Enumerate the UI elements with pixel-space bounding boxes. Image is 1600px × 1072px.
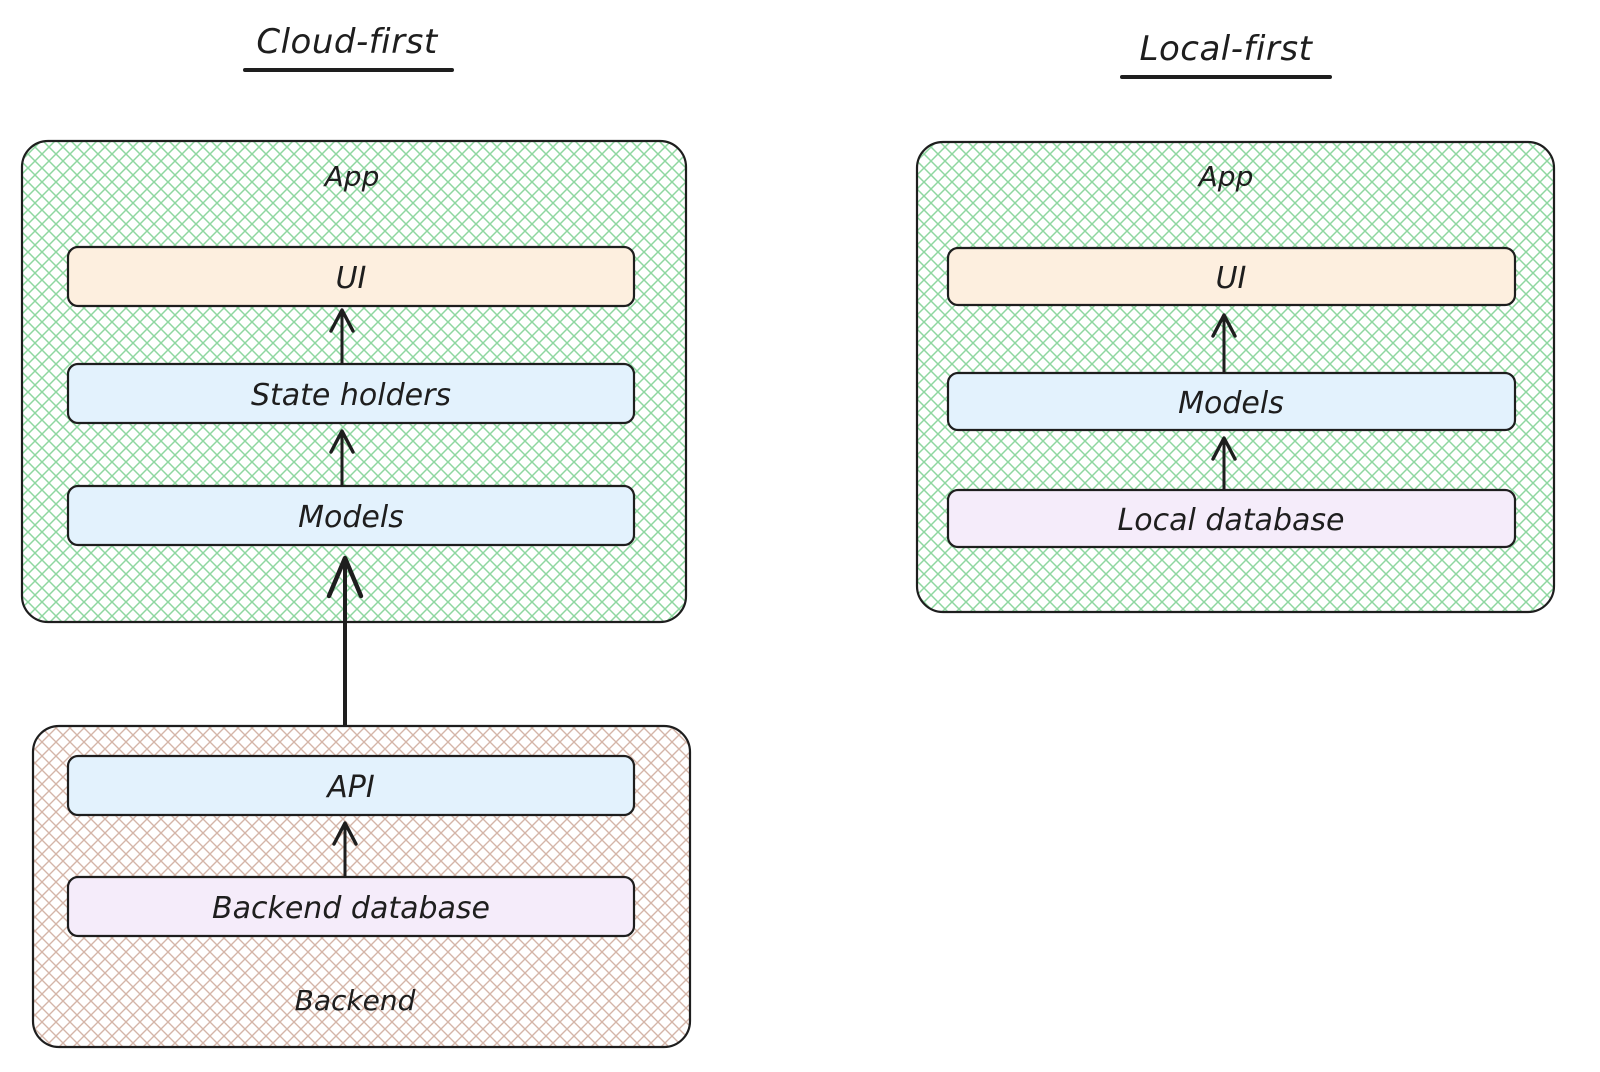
- node-local-database[interactable]: Local database: [946, 488, 1517, 549]
- node-ui-shape[interactable]: [66, 245, 636, 308]
- node-ui-label: UI: [336, 261, 367, 296]
- node-models-shape[interactable]: [66, 484, 636, 547]
- node-state-holders-shape[interactable]: [66, 362, 636, 425]
- node-ui[interactable]: UI: [66, 245, 636, 308]
- edge-models-to-state-holders: [329, 429, 355, 487]
- node-backend-database[interactable]: Backend database: [66, 875, 636, 938]
- node-api[interactable]: API: [66, 754, 636, 817]
- node-local-database-shape[interactable]: [946, 488, 1517, 549]
- edge-local-database-to-models-2: [1211, 436, 1237, 491]
- node-ui-2-shape[interactable]: [946, 246, 1517, 307]
- container-app-label: App: [323, 160, 380, 193]
- edge-state-holders-to-ui: [329, 308, 355, 365]
- node-ui-2-label: UI: [1216, 261, 1247, 296]
- node-models-2[interactable]: Models: [946, 371, 1517, 432]
- container-backend[interactable]: API Backend database Backend: [31, 724, 692, 1049]
- column-cloud-first: Cloud-first App UI State holders: [20, 22, 692, 1049]
- container-app-2-label: App: [1197, 160, 1254, 193]
- container-app[interactable]: App UI State holders: [20, 139, 688, 624]
- node-state-holders-label: State holders: [251, 378, 451, 413]
- node-backend-database-shape[interactable]: [66, 875, 636, 938]
- node-local-database-label: Local database: [1118, 503, 1345, 538]
- node-models-2-shape[interactable]: [946, 371, 1517, 432]
- node-models[interactable]: Models: [66, 484, 636, 547]
- container-backend-label: Backend: [295, 984, 416, 1017]
- node-backend-database-label: Backend database: [212, 891, 490, 926]
- column-title-local-first: Local-first: [1140, 29, 1314, 69]
- node-ui-2[interactable]: UI: [946, 246, 1517, 307]
- node-api-label: API: [325, 770, 375, 805]
- edge-models-2-to-ui-2: [1211, 313, 1237, 374]
- node-api-shape[interactable]: [66, 754, 636, 817]
- node-models-label: Models: [298, 500, 404, 535]
- edge-backend-database-to-api: [332, 821, 358, 878]
- column-title-cloud-first: Cloud-first: [256, 22, 438, 62]
- column-local-first: Local-first App UI Models: [915, 29, 1556, 614]
- node-models-2-label: Models: [1178, 386, 1284, 421]
- node-state-holders[interactable]: State holders: [66, 362, 636, 425]
- container-app-2[interactable]: App UI Models: [915, 140, 1556, 614]
